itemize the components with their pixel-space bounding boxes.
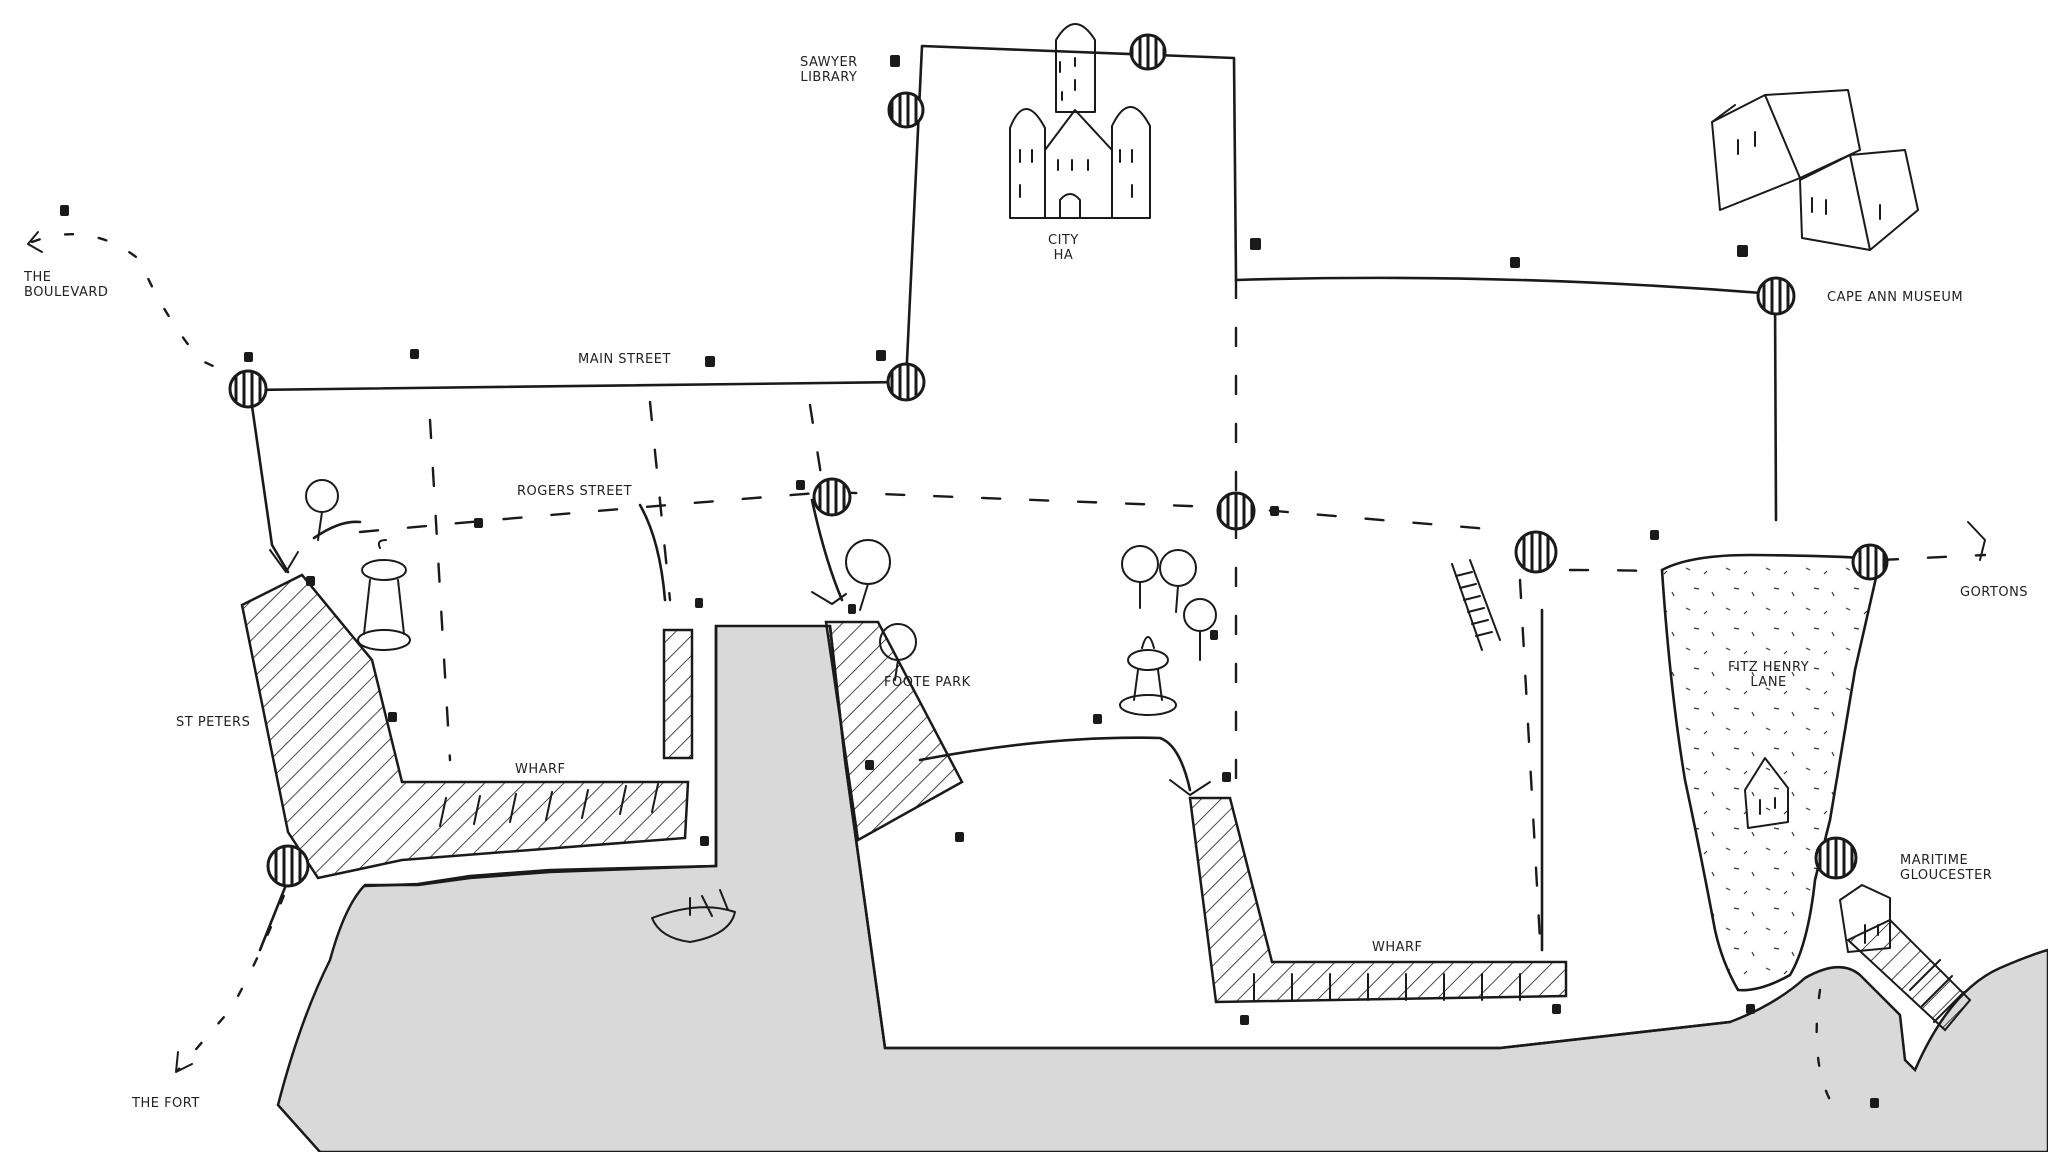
arrowheads (27, 231, 1986, 1073)
roads-dashed (358, 278, 1987, 942)
fitz-henry-lane-park (1660, 553, 1882, 992)
boat-icon (651, 889, 736, 943)
label-foote-park: FOOTE PARK (884, 675, 971, 690)
label-cape-ann-museum: CAPE ANN MUSEUM (1827, 290, 1964, 305)
maritime-dock (1846, 918, 1972, 1032)
trees-icon (305, 479, 1217, 681)
maritime-house-icon (1839, 884, 1891, 953)
node-maritime (1814, 836, 1858, 880)
label-st-peters: ST PETERS (176, 715, 251, 730)
wharf-right-pier (1188, 796, 1568, 1004)
wharf-left-pier (240, 573, 690, 880)
node-gortons (1851, 543, 1889, 581)
label-sawyer-library: SAWYER LIBRARY (800, 55, 858, 85)
gazebo-icon (357, 539, 411, 651)
node-center (1216, 491, 1256, 531)
monument-icon (1119, 636, 1177, 716)
city-hall-building-icon (1009, 23, 1151, 219)
label-maritime-gloucester: MARITIME GLOUCESTER (1900, 853, 1993, 883)
label-the-fort: THE FORT (132, 1096, 200, 1111)
node-east (1514, 530, 1558, 574)
label-gortons: GORTONS (1960, 585, 2029, 600)
intersection-nodes (228, 33, 1889, 888)
node-city-hall-top (1129, 33, 1167, 71)
fitz-henry-house-icon (1744, 757, 1789, 829)
foote-park-pier (824, 620, 964, 842)
cape-ann-houses-icon (1711, 89, 1919, 251)
label-rogers-street: ROGERS STREET (517, 484, 633, 499)
stairs-icon (1451, 559, 1501, 651)
harbor-water (276, 624, 2048, 1152)
label-city-hall: CITY HA (1048, 233, 1079, 263)
label-wharf-left: WHARF (515, 762, 566, 777)
label-fitz-henry-lane: FITZ HENRY LANE (1728, 660, 1810, 690)
street-markers (60, 55, 1879, 1108)
node-library (887, 91, 925, 129)
wharf-ticks (439, 783, 1965, 1023)
node-rogers-street (812, 477, 852, 517)
node-st-peters (266, 844, 310, 888)
node-cape-ann-museum (1756, 276, 1796, 316)
outer-dashed-routes (30, 232, 1832, 1102)
node-boulevard (228, 369, 268, 409)
label-main-street: MAIN STREET (578, 352, 671, 367)
label-wharf-right: WHARF (1372, 940, 1423, 955)
roads-solid (246, 44, 1778, 1050)
small-pier-hatched (662, 628, 694, 760)
node-main-street (886, 362, 926, 402)
label-the-boulevard: THE BOULEVARD (24, 270, 109, 300)
